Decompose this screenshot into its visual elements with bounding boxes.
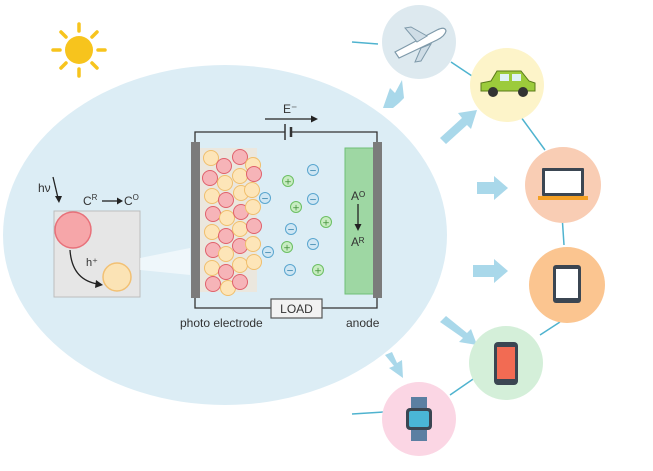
smartphone-icon <box>469 326 543 400</box>
smartwatch-icon <box>382 382 456 456</box>
electrode-particle <box>204 224 220 240</box>
particle-cluster <box>202 149 262 296</box>
cation-icon: + <box>290 201 302 214</box>
svg-text:−: − <box>309 167 317 177</box>
ar-label: Aᴿ <box>351 235 365 249</box>
electrode-particle <box>245 199 261 215</box>
svg-text:−: − <box>287 226 295 236</box>
electrode-particle <box>205 206 221 222</box>
electrolyte-ions: −+−−++−−+−−+ <box>259 164 332 277</box>
svg-text:+: + <box>322 219 330 229</box>
electrode-particle <box>218 228 234 244</box>
photo-electrode-plate <box>191 142 200 298</box>
electrode-particle <box>204 188 220 204</box>
svg-text:−: − <box>309 196 317 206</box>
h-plus-label: h⁺ <box>86 257 98 269</box>
electrode-particle <box>204 260 220 276</box>
svg-text:+: + <box>283 244 291 254</box>
electrode-particle <box>219 210 235 226</box>
car-icon <box>470 48 544 122</box>
airplane-icon <box>382 5 456 79</box>
cation-icon: + <box>282 175 294 188</box>
electrode-particle <box>245 236 261 252</box>
electrode-particle <box>218 264 234 280</box>
anion-icon: − <box>262 246 274 259</box>
device-connector-line <box>351 41 565 415</box>
ao-label: Aᴼ <box>351 189 365 203</box>
anode-green <box>344 147 376 295</box>
electrode-particle <box>232 238 248 254</box>
electrode-particle <box>246 218 262 234</box>
electrode-particle <box>218 192 234 208</box>
tablet-icon <box>529 247 605 323</box>
electrode-particle <box>244 182 260 198</box>
co-label: CO <box>124 193 139 208</box>
electrode-particle <box>232 274 248 290</box>
sun-icon <box>51 22 107 78</box>
peach-particle <box>102 262 132 292</box>
cr-label: CR <box>83 193 98 208</box>
svg-text:+: + <box>284 178 292 188</box>
light-beam <box>140 248 190 275</box>
load-box <box>270 298 323 319</box>
anode-label: anode <box>346 316 380 330</box>
svg-text:−: − <box>286 267 294 277</box>
load-label: LOAD <box>280 302 313 316</box>
electrode-particle <box>232 149 248 165</box>
photo-electrode-label: photo electrode <box>180 316 263 330</box>
anode-plate <box>373 142 382 298</box>
electrode-particle <box>217 175 233 191</box>
pink-particle <box>54 211 92 249</box>
hv-label: hν <box>38 181 51 195</box>
anion-icon: − <box>307 164 319 177</box>
anion-icon: − <box>259 192 271 205</box>
electrode-particle <box>246 254 262 270</box>
svg-text:−: − <box>261 195 269 205</box>
electrode-particle <box>232 257 248 273</box>
svg-text:+: + <box>292 204 300 214</box>
cation-icon: + <box>320 216 332 229</box>
cation-icon: + <box>312 264 324 277</box>
electrode-particle <box>246 166 262 182</box>
electrode-particle <box>203 150 219 166</box>
output-arrows <box>383 80 508 378</box>
electrode-particle <box>216 158 232 174</box>
svg-text:+: + <box>314 267 322 277</box>
electrode-particle <box>205 276 221 292</box>
svg-text:−: − <box>264 249 272 259</box>
electrode-particle <box>202 170 218 186</box>
electrode-particle <box>218 246 234 262</box>
anion-icon: − <box>307 238 319 251</box>
laptop-icon <box>525 147 601 223</box>
svg-text:−: − <box>309 241 317 251</box>
anion-icon: − <box>284 264 296 277</box>
anion-icon: − <box>285 223 297 236</box>
electrode-particle <box>232 168 248 184</box>
cation-icon: + <box>281 241 293 254</box>
electron-label: E⁻ <box>283 102 297 116</box>
anion-icon: − <box>307 193 319 206</box>
electrode-particle <box>232 221 248 237</box>
